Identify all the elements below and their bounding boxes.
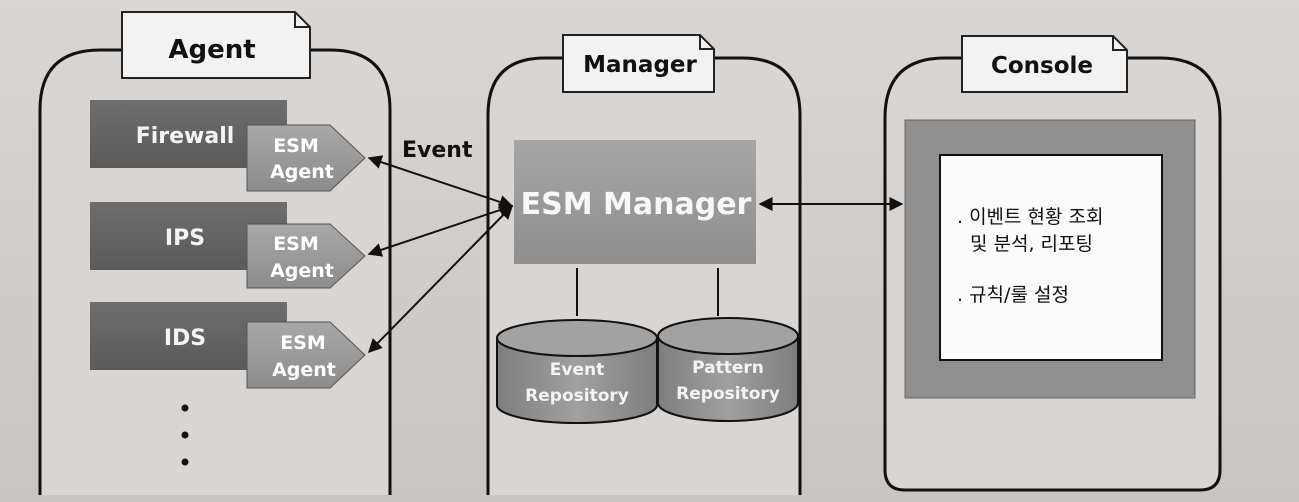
esm-agent-box-2 [246, 223, 366, 289]
console-item-2-line1: . 규칙/룰 설정 [957, 284, 1069, 306]
arrow-agent3-manager [368, 204, 513, 354]
manager-title-tab [562, 34, 715, 93]
more-devices-ellipsis [181, 404, 189, 466]
pattern-repository-label-1: Pattern [692, 358, 764, 378]
esm-agent-label-2a: ESM [273, 233, 319, 255]
agent-title: Agent [168, 35, 255, 65]
agent-panel: Agent Firewall ESM Agent IPS ESM Agent I… [38, 11, 392, 495]
pattern-repository-cylinder: Pattern Repository [657, 317, 799, 422]
tab-fold [699, 35, 714, 50]
esm-agent-box-1 [246, 124, 366, 192]
event-repository-label-2: Repository [525, 386, 629, 406]
agent-title-tab [121, 11, 311, 79]
pattern-repository-label-2: Repository [676, 384, 780, 404]
console-panel: Console . 이벤트 현황 조회 및 분석, 리포팅 . 규칙/룰 설정 [883, 35, 1222, 492]
tab-fold [294, 12, 310, 28]
manager-panel: Manager ESM Manager Event Repository Pat… [486, 34, 802, 495]
esm-agent-box-3 [246, 321, 366, 389]
event-label: Event [402, 138, 473, 163]
esm-manager-box [514, 140, 756, 264]
event-repository-label-1: Event [550, 360, 604, 380]
esm-agent-label-3a: ESM [280, 332, 326, 354]
device-label-firewall: Firewall [136, 124, 235, 149]
esm-agent-label-1a: ESM [273, 135, 319, 157]
console-item-1-line1: . 이벤트 현황 조회 [957, 206, 1104, 228]
device-label-ips: IPS [165, 226, 205, 251]
event-repository-cylinder: Event Repository [496, 319, 658, 424]
device-label-ids: IDS [164, 326, 206, 351]
console-item-1-line2: 및 분석, 리포팅 [970, 233, 1093, 255]
esm-manager-label: ESM Manager [521, 187, 752, 222]
console-title-tab [961, 35, 1128, 93]
esm-agent-label-2b: Agent [270, 260, 334, 282]
esm-agent-label-1b: Agent [270, 161, 334, 183]
event-flow-arrows [367, 155, 904, 354]
tab-fold [1112, 36, 1127, 51]
console-title: Console [991, 53, 1093, 79]
arrow-agent1-manager [367, 155, 514, 209]
manager-title: Manager [583, 52, 697, 78]
console-screen-panel [939, 154, 1163, 361]
esm-agent-label-3b: Agent [272, 359, 336, 381]
manager-panel-border [486, 56, 802, 495]
